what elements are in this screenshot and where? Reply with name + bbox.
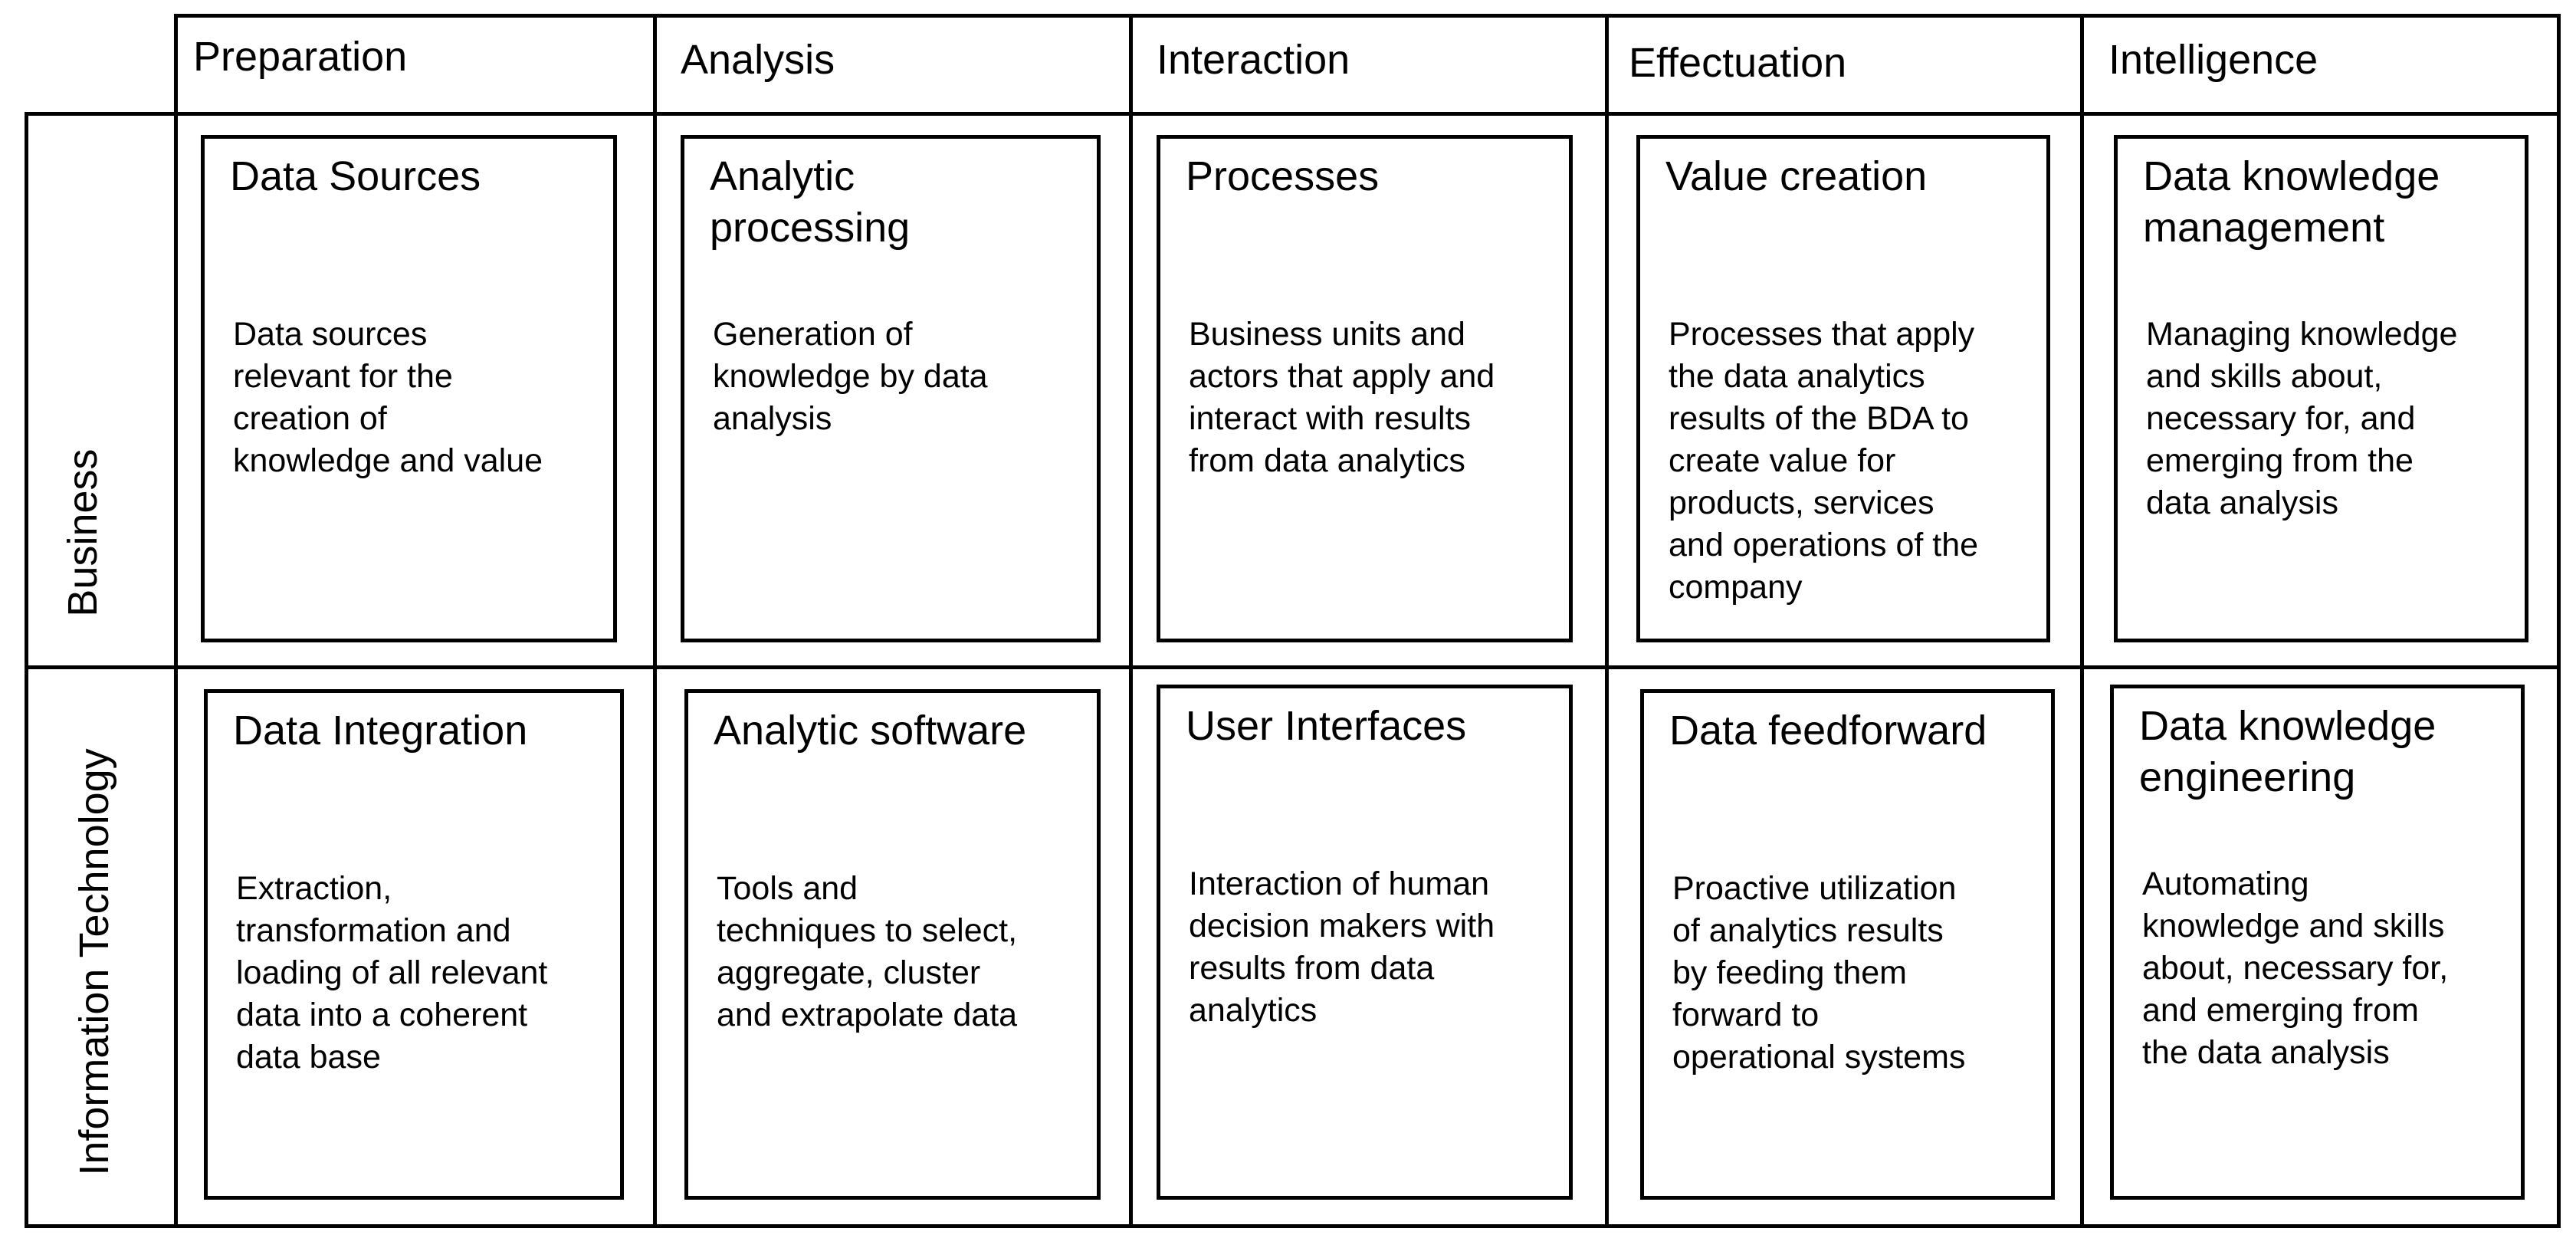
column-header-interaction: Interaction <box>1157 37 1350 83</box>
grid-vline-3 <box>1129 14 1133 1228</box>
card-title: Data Integration <box>233 708 528 754</box>
card-title: Analytic processing <box>710 153 911 251</box>
card-user-interfaces: User Interfaces Interaction of human dec… <box>1157 685 1573 1200</box>
card-description: Data sources relevant for the creation o… <box>233 316 543 479</box>
card-value-creation: Value creation Processes that apply the … <box>1636 135 2050 642</box>
grid-vline-2 <box>653 14 657 1228</box>
card-description: Proactive utilization of analytics resul… <box>1672 870 1966 1076</box>
row-header-business: Business <box>60 448 106 617</box>
grid-left-line <box>25 112 28 1228</box>
card-title: Processes <box>1186 153 1380 199</box>
card-description: Managing knowledge and skills about, nec… <box>2146 316 2458 521</box>
card-data-knowledge-engineering: Data knowledge engineering Automating kn… <box>2110 685 2525 1200</box>
card-title: Data Sources <box>230 153 481 199</box>
card-title: Data knowledge management <box>2143 153 2440 251</box>
card-description: Generation of knowledge by data analysis <box>713 316 988 437</box>
grid-vline-4 <box>1605 14 1609 1228</box>
grid-header-line <box>25 112 2561 116</box>
grid-top-line <box>176 14 2561 18</box>
card-description: Extraction, transformation and loading o… <box>236 870 548 1076</box>
grid-bottom-line <box>25 1224 2561 1228</box>
card-description: Business units and actors that apply and… <box>1189 316 1495 479</box>
card-processes: Processes Business units and actors that… <box>1157 135 1573 642</box>
grid-right-line <box>2557 14 2561 1228</box>
card-analytic-processing: Analytic processing Generation of knowle… <box>681 135 1101 642</box>
card-title: Value creation <box>1665 153 1928 199</box>
card-description: Tools and techniques to select, aggregat… <box>717 870 1018 1033</box>
card-title: Data knowledge engineering <box>2139 703 2437 800</box>
grid-vline-5 <box>2080 14 2084 1228</box>
card-title: Analytic software <box>714 708 1027 754</box>
card-description: Interaction of human decision makers wit… <box>1189 865 1495 1029</box>
card-data-sources: Data Sources Data sources relevant for t… <box>201 135 617 642</box>
card-description: Automating knowledge and skills about, n… <box>2142 865 2449 1071</box>
card-data-knowledge-management: Data knowledge management Managing knowl… <box>2114 135 2528 642</box>
grid-vline-1 <box>174 14 178 1228</box>
card-data-integration: Data Integration Extraction, transformat… <box>204 689 624 1200</box>
card-analytic-software: Analytic software Tools and techniques t… <box>684 689 1101 1200</box>
card-title: Data feedforward <box>1669 708 1987 754</box>
column-header-preparation: Preparation <box>193 34 408 80</box>
card-data-feedforward: Data feedforward Proactive utilization o… <box>1640 689 2055 1200</box>
row-header-information-technology: Information Technology <box>71 748 117 1176</box>
grid-middle-line <box>25 665 2561 669</box>
column-header-effectuation: Effectuation <box>1629 40 1847 86</box>
card-title: User Interfaces <box>1186 703 1467 749</box>
card-description: Processes that apply the data analytics … <box>1669 316 1979 606</box>
column-header-analysis: Analysis <box>681 37 835 83</box>
column-header-intelligence: Intelligence <box>2108 37 2318 83</box>
